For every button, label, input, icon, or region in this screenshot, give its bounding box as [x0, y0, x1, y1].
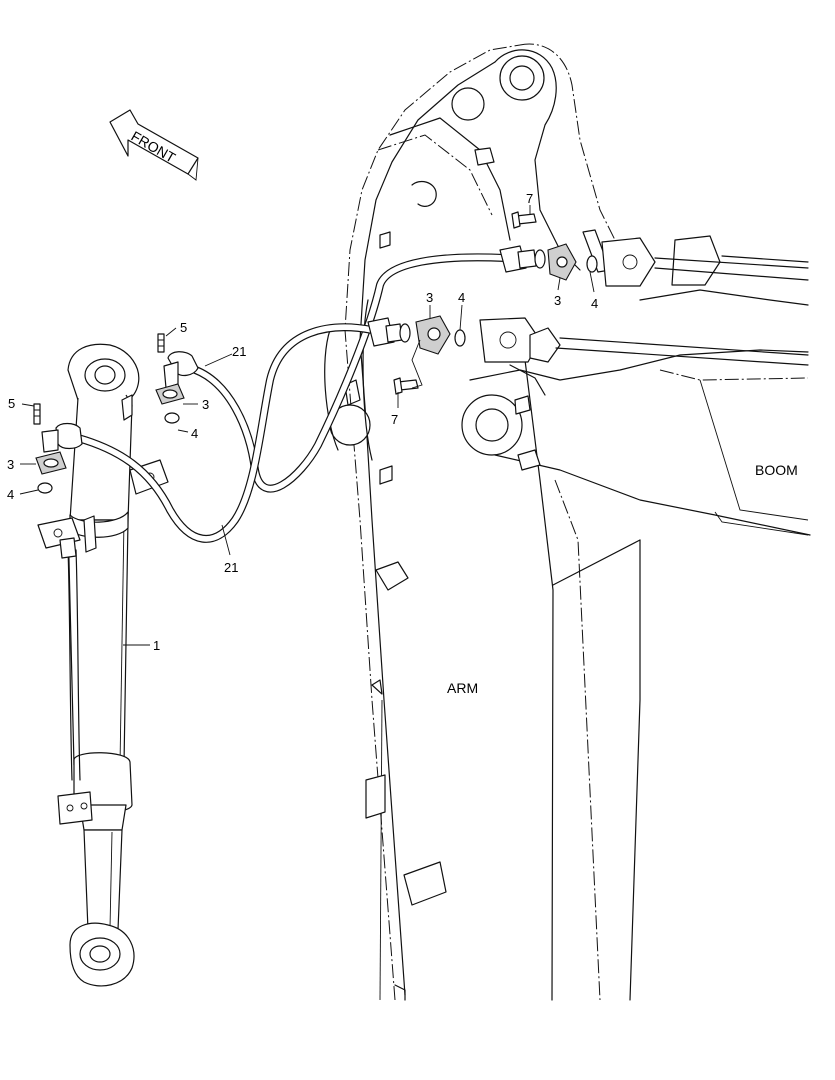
flange-right-a — [547, 243, 577, 281]
oring-left-upper — [164, 412, 180, 424]
hose-fittings — [41, 245, 546, 453]
callout-flange-left-upper: 3 — [202, 397, 209, 412]
arm-label: ARM — [447, 680, 478, 696]
bolt-left-upper — [157, 333, 165, 353]
callout-hose-lower: 21 — [224, 560, 238, 575]
oring-right-a — [586, 255, 598, 273]
boom-label: BOOM — [755, 462, 798, 478]
arm-cylinder — [37, 343, 169, 987]
callout-flange-right-b: 3 — [426, 290, 433, 305]
hose-21-lower — [74, 323, 376, 543]
callout-flange-right-a: 3 — [554, 293, 561, 308]
hose-21-upper — [186, 253, 509, 493]
flange-left-lower — [35, 451, 67, 475]
callout-oring-left-upper: 4 — [191, 426, 198, 441]
callout-bolt-right-b: 7 — [391, 412, 398, 427]
callout-numbers: 1 3 4 5 3 4 5 21 21 3 4 7 7 3 4 — [7, 191, 598, 653]
callout-bolt-left-lower: 5 — [8, 396, 15, 411]
bolt-right-a — [511, 211, 537, 229]
front-direction-arrow: FRONT — [109, 109, 199, 181]
bolt-right-b — [393, 377, 419, 395]
callout-hose-upper: 21 — [232, 344, 246, 359]
callout-oring-right-b: 4 — [458, 290, 465, 305]
callout-flange-left-lower: 3 — [7, 457, 14, 472]
callout-bolt-left-upper: 5 — [180, 320, 187, 335]
arm-structure — [324, 43, 641, 1001]
oring-left-lower — [37, 482, 53, 494]
callout-oring-left-lower: 4 — [7, 487, 14, 502]
flange-right-b — [415, 315, 451, 355]
callout-oring-right-a: 4 — [591, 296, 598, 311]
flange-left-upper — [155, 383, 185, 405]
boom-structure — [461, 229, 811, 536]
callout-bolt-right-a: 7 — [526, 191, 533, 206]
oring-right-b — [454, 329, 466, 347]
callout-cylinder: 1 — [153, 638, 160, 653]
leader-lines — [19, 205, 595, 646]
bolt-left-lower — [33, 403, 41, 425]
